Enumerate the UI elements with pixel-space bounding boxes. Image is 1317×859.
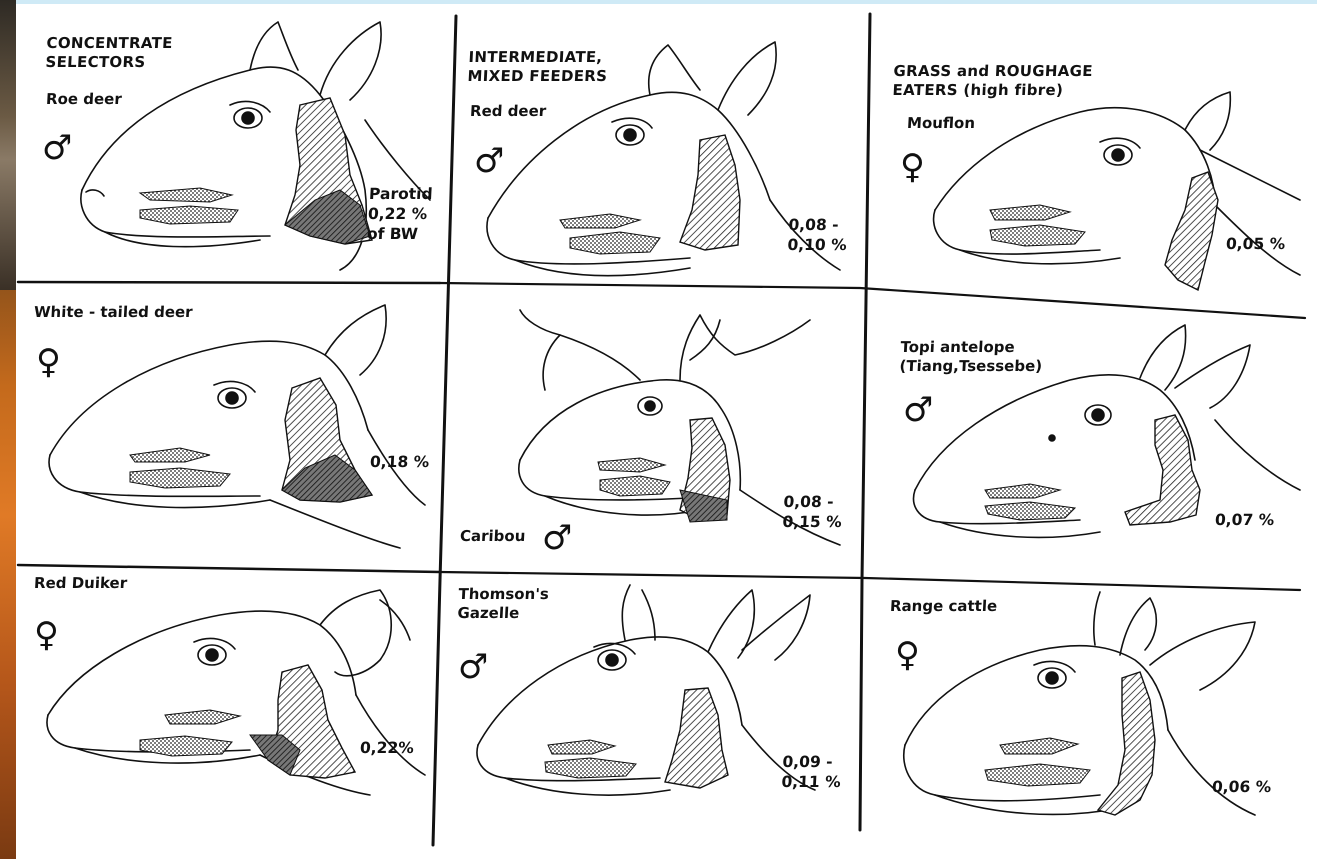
buccal-caribou — [598, 458, 665, 472]
buccal-roe-deer — [140, 188, 232, 202]
animal-name-red-duiker: Red Duiker — [34, 574, 128, 593]
sex-symbol-thomsons-gazelle: ♂ — [458, 650, 488, 684]
parotid-value-range-cattle: 0,06 % — [1211, 777, 1271, 797]
animal-name-topi-antelope: Topi antelope (Tiang,Tsessebe) — [899, 338, 1044, 376]
animal-name-roe-deer: Roe deer — [46, 90, 123, 109]
head-white-tailed-deer — [49, 305, 425, 548]
parotid-value-caribou: 0,08 - 0,15 % — [782, 492, 843, 532]
category-concentrate-selectors: CONCENTRATE SELECTORS — [45, 34, 173, 72]
parotid-red-deer — [680, 135, 740, 250]
parotid-value-white-tailed-deer: 0,18 % — [369, 452, 429, 472]
parotid-value-thomsons-gazelle: 0,09 - 0,11 % — [781, 752, 842, 792]
sex-symbol-mouflon: ♀ — [900, 150, 925, 184]
sublingual-thomsons-gazelle — [545, 758, 636, 778]
buccal-white-tailed-deer — [130, 448, 210, 462]
sublingual-mouflon — [990, 225, 1085, 246]
sex-symbol-roe-deer: ♂ — [42, 131, 72, 165]
animal-name-red-deer: Red deer — [470, 102, 547, 121]
parotid-mouflon — [1165, 172, 1218, 290]
category-grass-roughage-eaters: GRASS and ROUGHAGE EATERS (high fibre) — [892, 62, 1093, 100]
sublingual-red-duiker — [140, 736, 232, 756]
parotid-thomsons-gazelle — [665, 688, 728, 788]
buccal-range-cattle — [1000, 738, 1078, 754]
sublingual-topi-antelope — [985, 502, 1075, 520]
buccal-mouflon — [990, 205, 1070, 220]
buccal-thomsons-gazelle — [548, 740, 615, 754]
sex-symbol-range-cattle: ♀ — [895, 638, 920, 672]
parotid-value-topi-antelope: 0,07 % — [1214, 510, 1274, 530]
sublingual-white-tailed-deer — [130, 468, 230, 488]
parotid-value-roe-deer: Parotid 0,22 % of BW — [366, 184, 433, 244]
category-intermediate-mixed-feeders: INTERMEDIATE, MIXED FEEDERS — [467, 48, 609, 86]
animal-name-range-cattle: Range cattle — [890, 597, 998, 616]
buccal-red-deer — [560, 214, 640, 228]
sex-symbol-white-tailed-deer: ♀ — [36, 345, 61, 379]
parotid-topi-antelope — [1125, 415, 1200, 525]
buccal-topi-antelope — [985, 484, 1060, 498]
parotid-value-red-deer: 0,08 - 0,10 % — [787, 215, 848, 255]
animal-name-mouflon: Mouflon — [907, 114, 976, 133]
animal-name-caribou: Caribou — [460, 527, 526, 546]
buccal-red-duiker — [165, 710, 240, 724]
sublingual-red-deer — [570, 232, 660, 254]
parotid-value-mouflon: 0,05 % — [1225, 234, 1285, 254]
sex-symbol-caribou: ♂ — [542, 521, 572, 555]
parotid-range-cattle — [1098, 672, 1155, 815]
animal-name-white-tailed-deer: White - tailed deer — [34, 303, 194, 322]
sex-symbol-topi-antelope: ♂ — [903, 393, 933, 427]
sublingual-range-cattle — [985, 764, 1090, 786]
sublingual-caribou — [600, 476, 670, 496]
animal-name-thomsons-gazelle: Thomson's Gazelle — [457, 585, 549, 623]
sex-symbol-red-duiker: ♀ — [34, 618, 59, 652]
parotid-value-red-duiker: 0,22% — [359, 738, 414, 758]
sublingual-roe-deer — [140, 206, 238, 224]
head-red-duiker — [47, 590, 425, 795]
sex-symbol-red-deer: ♂ — [474, 144, 504, 178]
